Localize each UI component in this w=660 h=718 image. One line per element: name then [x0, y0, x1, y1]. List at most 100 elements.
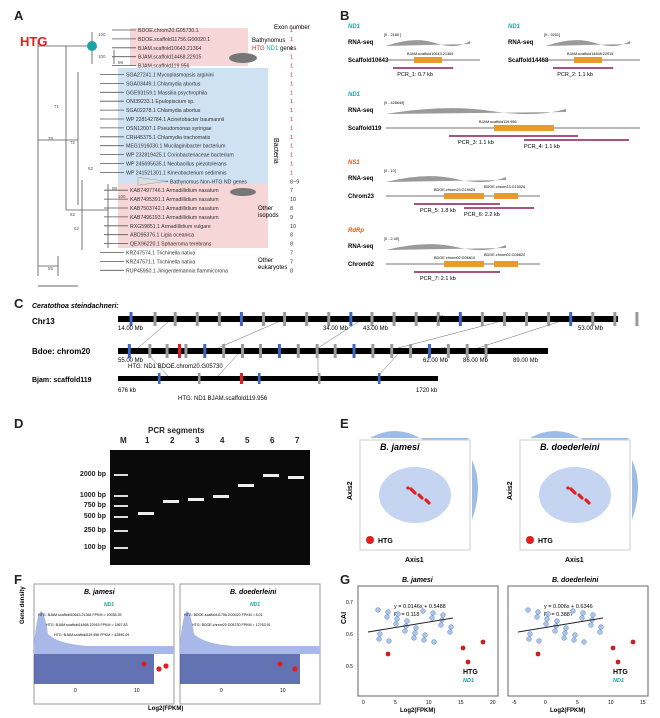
scaf119-gene — [158, 373, 161, 384]
chr13-gene — [436, 312, 440, 326]
exon-number: 8~9 — [290, 179, 299, 185]
sample-band — [263, 474, 279, 477]
bootstrap-value: 55 — [48, 266, 54, 271]
group-other-euk-1: Other — [258, 258, 273, 264]
cai-point — [376, 636, 382, 642]
pca-point — [584, 498, 588, 502]
exon-number: 1 — [290, 108, 293, 114]
tree-leaf-label: BJAM.scaffold119.956 — [138, 64, 190, 70]
ladder-band — [114, 495, 128, 497]
exon-number: 1 — [290, 55, 293, 61]
panel-label-c: C — [14, 296, 24, 311]
sample-band — [163, 500, 179, 503]
pcr-label: PCR_5: 1.8 kb — [420, 208, 456, 214]
track-rna-label: RNA-seq — [348, 244, 374, 250]
cai-point — [404, 618, 410, 624]
track-gene-name: ND1 — [348, 92, 361, 98]
cai-point — [571, 637, 577, 643]
gel-lane-label: M — [120, 436, 127, 445]
rna-coverage — [386, 244, 506, 251]
gel-title: PCR segments — [148, 426, 205, 435]
regression-line — [517, 617, 604, 633]
cai-point — [535, 609, 541, 615]
cai-point — [588, 622, 594, 628]
track-range: [0 - 2180 ] — [384, 33, 401, 37]
exon-number: 8 — [290, 268, 293, 274]
pca-xlabel: Axis1 — [565, 557, 584, 564]
scaf119-pos-0: 676 kb — [118, 388, 137, 394]
bootstrap-value: 52 — [88, 166, 94, 171]
chr13-gene — [480, 312, 484, 326]
chrom20-break: // — [440, 346, 446, 356]
cai-point — [395, 611, 401, 617]
synteny-link — [217, 321, 279, 349]
chrom20-gene — [371, 344, 375, 358]
ladder-band — [114, 547, 128, 549]
sample-band — [238, 484, 254, 487]
track-scaffold-label: Chrom23 — [348, 194, 375, 200]
synteny-link — [317, 321, 359, 349]
pcr-label-b: PCR_6: 2.2 kb — [464, 212, 500, 218]
pca-point — [569, 487, 573, 491]
chrom20-gene — [203, 344, 207, 358]
cai-point — [431, 639, 437, 645]
synteny-link — [477, 321, 559, 349]
exon-number: 8 — [290, 233, 293, 239]
chrom20-pos-3: 89.00 Mb — [513, 358, 539, 364]
cai-point — [580, 610, 586, 616]
tree-leaf-label: KAB7503742.1 Armadillidium nasatum — [130, 206, 219, 212]
gene-model — [574, 57, 602, 63]
pca-point — [406, 486, 410, 490]
gene-model-b — [494, 261, 518, 267]
ladder-band — [114, 505, 128, 507]
chr13-gene — [239, 312, 243, 326]
chrom20-htg-gene — [178, 344, 181, 358]
chrom20-gene — [222, 344, 226, 358]
chr13-gene — [392, 312, 396, 326]
tree-leaf-label: RXG59851.1 Armadillidium vulgare — [130, 224, 211, 230]
gene-model — [414, 57, 442, 63]
cai-xtick: 5 — [576, 700, 579, 706]
marginal-density-y — [472, 460, 478, 520]
pca-ylabel: Axis2 — [347, 481, 354, 500]
pca-xlabel: Axis1 — [405, 557, 424, 564]
chrom20-gene — [352, 344, 356, 358]
ladder-band — [114, 530, 128, 532]
exon-number: 1 — [290, 144, 293, 150]
htg-point — [292, 666, 298, 672]
chrom20-pos-1: 62.00 Mb — [423, 358, 449, 364]
cai-xtick: 0 — [544, 700, 547, 706]
chrom20-htg-label: HTG: ND1 BDOE.chrom20.G05730 — [128, 364, 223, 370]
gene-model-label-b: BDOE.chrom23.G15026 — [484, 185, 525, 189]
marginal-density-y — [632, 460, 638, 520]
chrom20-bar — [118, 348, 548, 354]
cai-xtick: -5 — [512, 700, 517, 706]
fpkm-xlabel: Log2(FPKM) — [148, 706, 183, 712]
bootstrap-value: 62 — [74, 226, 80, 231]
cai-point — [590, 612, 596, 618]
cai-point — [563, 625, 569, 631]
cai-point — [552, 628, 558, 634]
tree-leaf-label: KRZ47574.1 Trichinella nativa — [126, 251, 195, 257]
pcr-label: PCR_1: 0.7 kb — [397, 72, 433, 78]
scaf119-gene — [198, 373, 201, 384]
cai-xlabel: Log2(FPKM) — [400, 708, 435, 714]
synteny-link — [397, 321, 499, 349]
cai-nd1-label: ND1 — [463, 678, 474, 684]
tree-leaf-label: ABD95376.1 Ligia oceanica — [130, 233, 194, 239]
cai-equation: y = 0.006x + 0.6346 — [544, 604, 593, 610]
exon-number: 7 — [290, 259, 293, 265]
chr13-bar — [118, 316, 618, 322]
cai-xtick: 0 — [362, 700, 365, 706]
group-other-euk-2: eukaryotes — [258, 265, 287, 271]
cai-point — [581, 639, 587, 645]
cai-point — [525, 607, 531, 613]
cai-nd1-label: ND1 — [613, 678, 624, 684]
rna-coverage — [386, 40, 470, 47]
tree-leaf-label: GGE93159.1 Massilia psychrophila — [126, 90, 207, 96]
htg-point — [163, 663, 169, 669]
exon-number: 1 — [290, 81, 293, 87]
bootstrap-value: 98 — [112, 186, 118, 191]
htg-point — [535, 651, 541, 657]
